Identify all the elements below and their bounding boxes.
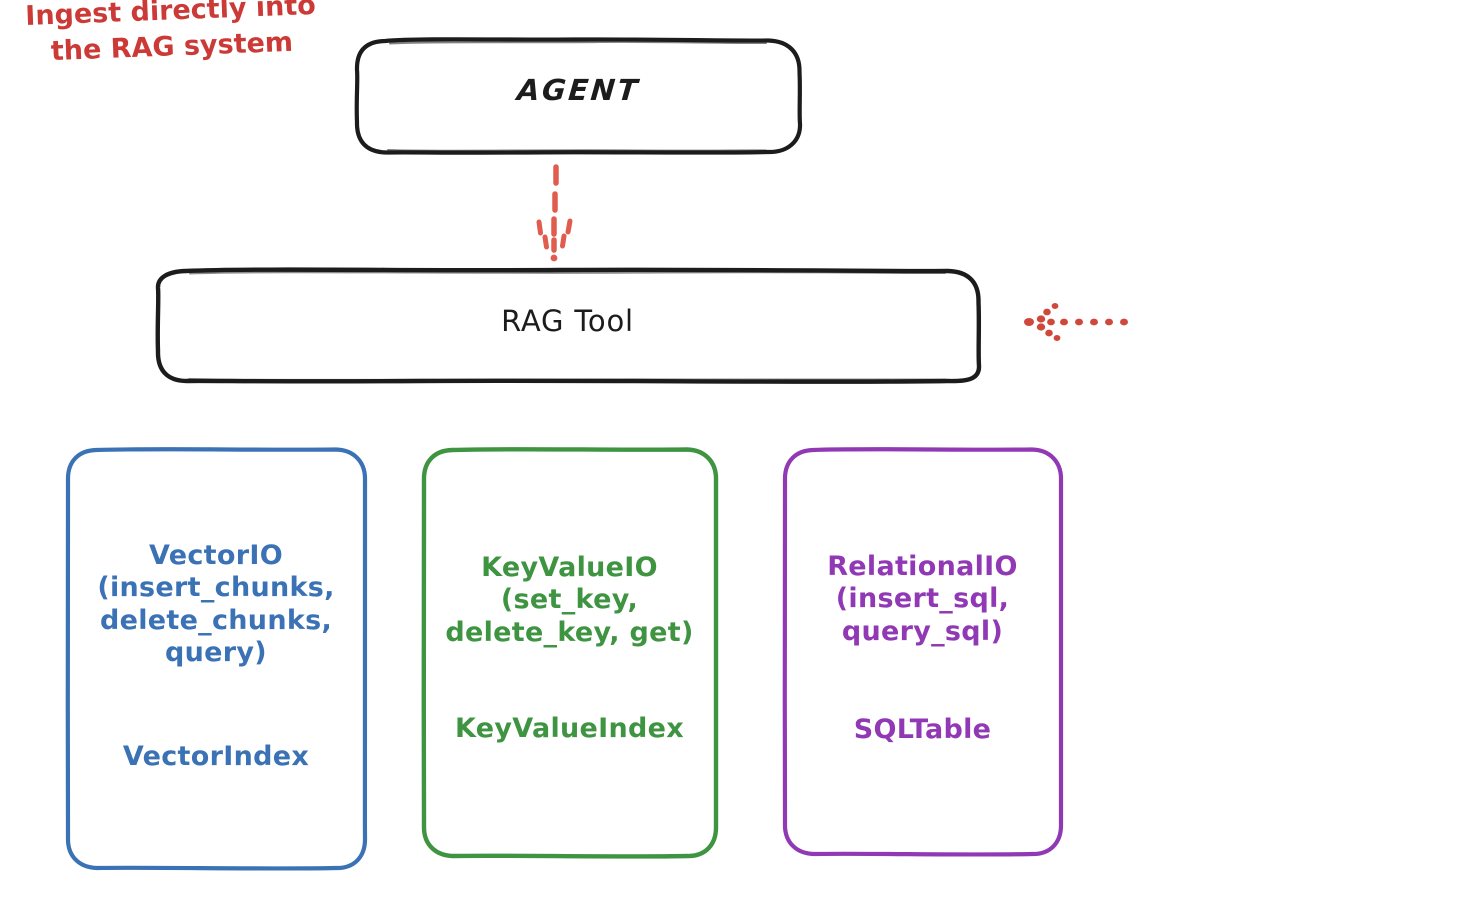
node-key-value-io[interactable] xyxy=(421,446,719,859)
rag-tool-box-sketch-overlay-bottom xyxy=(188,378,946,382)
relational-io-box-outline xyxy=(782,447,1064,857)
agent-box-sketch-overlay-bottom xyxy=(387,149,767,152)
edge-ingest-annotation-arrow xyxy=(1024,303,1128,341)
node-relational-io[interactable] xyxy=(782,447,1064,857)
agent-box-sketch-overlay xyxy=(389,40,767,45)
edge-agent-to-rag-tool-arrow xyxy=(536,164,573,262)
node-vector-io[interactable] xyxy=(65,447,368,871)
vector-io-box-outline xyxy=(65,447,368,871)
key-value-io-box-outline xyxy=(421,446,719,859)
agent-box-outline xyxy=(354,37,803,155)
node-rag-tool[interactable] xyxy=(155,267,982,384)
rag-tool-box-outline xyxy=(155,267,982,384)
node-agent[interactable] xyxy=(354,37,803,155)
rag-tool-box-sketch-overlay-top xyxy=(189,271,946,275)
